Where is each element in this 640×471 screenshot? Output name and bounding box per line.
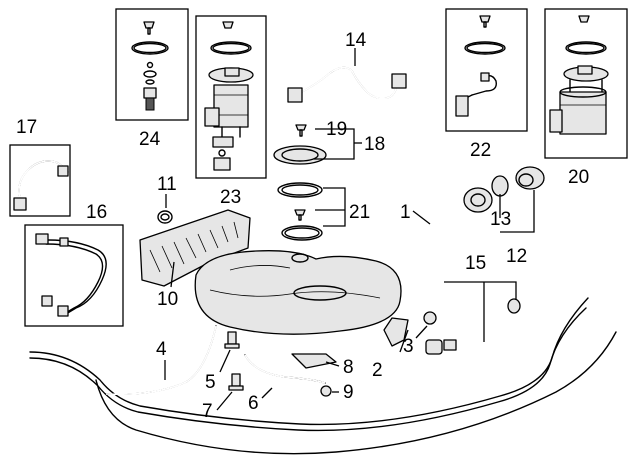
callout-24: 24 [139, 129, 161, 150]
part-21-gasket [277, 182, 323, 241]
box-16 [24, 224, 124, 327]
part-8-shield [291, 353, 337, 369]
part-13-filler-cap-parts [491, 166, 545, 197]
part-20-fuel-pump-assembly [549, 15, 609, 135]
part-9-bolt [320, 385, 332, 397]
part-18-lock-ring [273, 145, 327, 165]
callout-19: 19 [326, 119, 347, 140]
callout-22: 22 [470, 140, 491, 161]
callout-18: 18 [364, 134, 385, 155]
callout-21: 21 [349, 202, 370, 223]
callout-9: 9 [343, 382, 354, 403]
callout-23: 23 [220, 187, 241, 208]
part-17-hose [13, 160, 69, 211]
callout-7: 7 [202, 401, 213, 422]
callout-6: 6 [248, 393, 259, 414]
part-23-fuel-pump-module [204, 21, 254, 171]
callout-8: 8 [343, 357, 354, 378]
callout-10: 10 [157, 289, 178, 310]
part-2-bracket [383, 317, 409, 347]
callout-5: 5 [205, 372, 216, 393]
part-16-vent-line [35, 233, 107, 317]
part-24-gasket-kit [131, 21, 169, 111]
box-24 [115, 8, 189, 121]
callout-13: 13 [490, 209, 511, 230]
part-11-grommet [157, 210, 173, 224]
callout-17: 17 [16, 117, 37, 138]
part-4-strap [105, 325, 217, 396]
part-22-sender-kit [455, 15, 506, 117]
callout-2: 2 [372, 360, 383, 381]
box-22 [445, 8, 528, 132]
part-5-bolt [224, 331, 240, 349]
callout-12: 12 [506, 246, 527, 267]
box-17 [9, 144, 71, 217]
callout-14: 14 [345, 30, 367, 51]
part-3-clamp [423, 311, 443, 355]
callout-3: 3 [403, 336, 414, 357]
part-1-filler-pipe [393, 187, 493, 324]
fuel-tank [194, 250, 402, 335]
box-20 [544, 8, 628, 159]
callout-1: 1 [400, 202, 411, 223]
part-14-fuel-hose [287, 66, 407, 103]
part-15-fuel-lines [29, 297, 617, 455]
part-7-bolt [228, 373, 244, 391]
callout-4: 4 [156, 339, 167, 360]
box-23 [195, 15, 267, 179]
callout-20: 20 [568, 167, 589, 188]
part-19-bolt [295, 124, 307, 137]
leader-lines [164, 48, 535, 411]
callout-15: 15 [465, 253, 486, 274]
callout-11: 11 [157, 174, 177, 195]
callout-16: 16 [86, 202, 107, 223]
part-6-strap [244, 354, 326, 384]
